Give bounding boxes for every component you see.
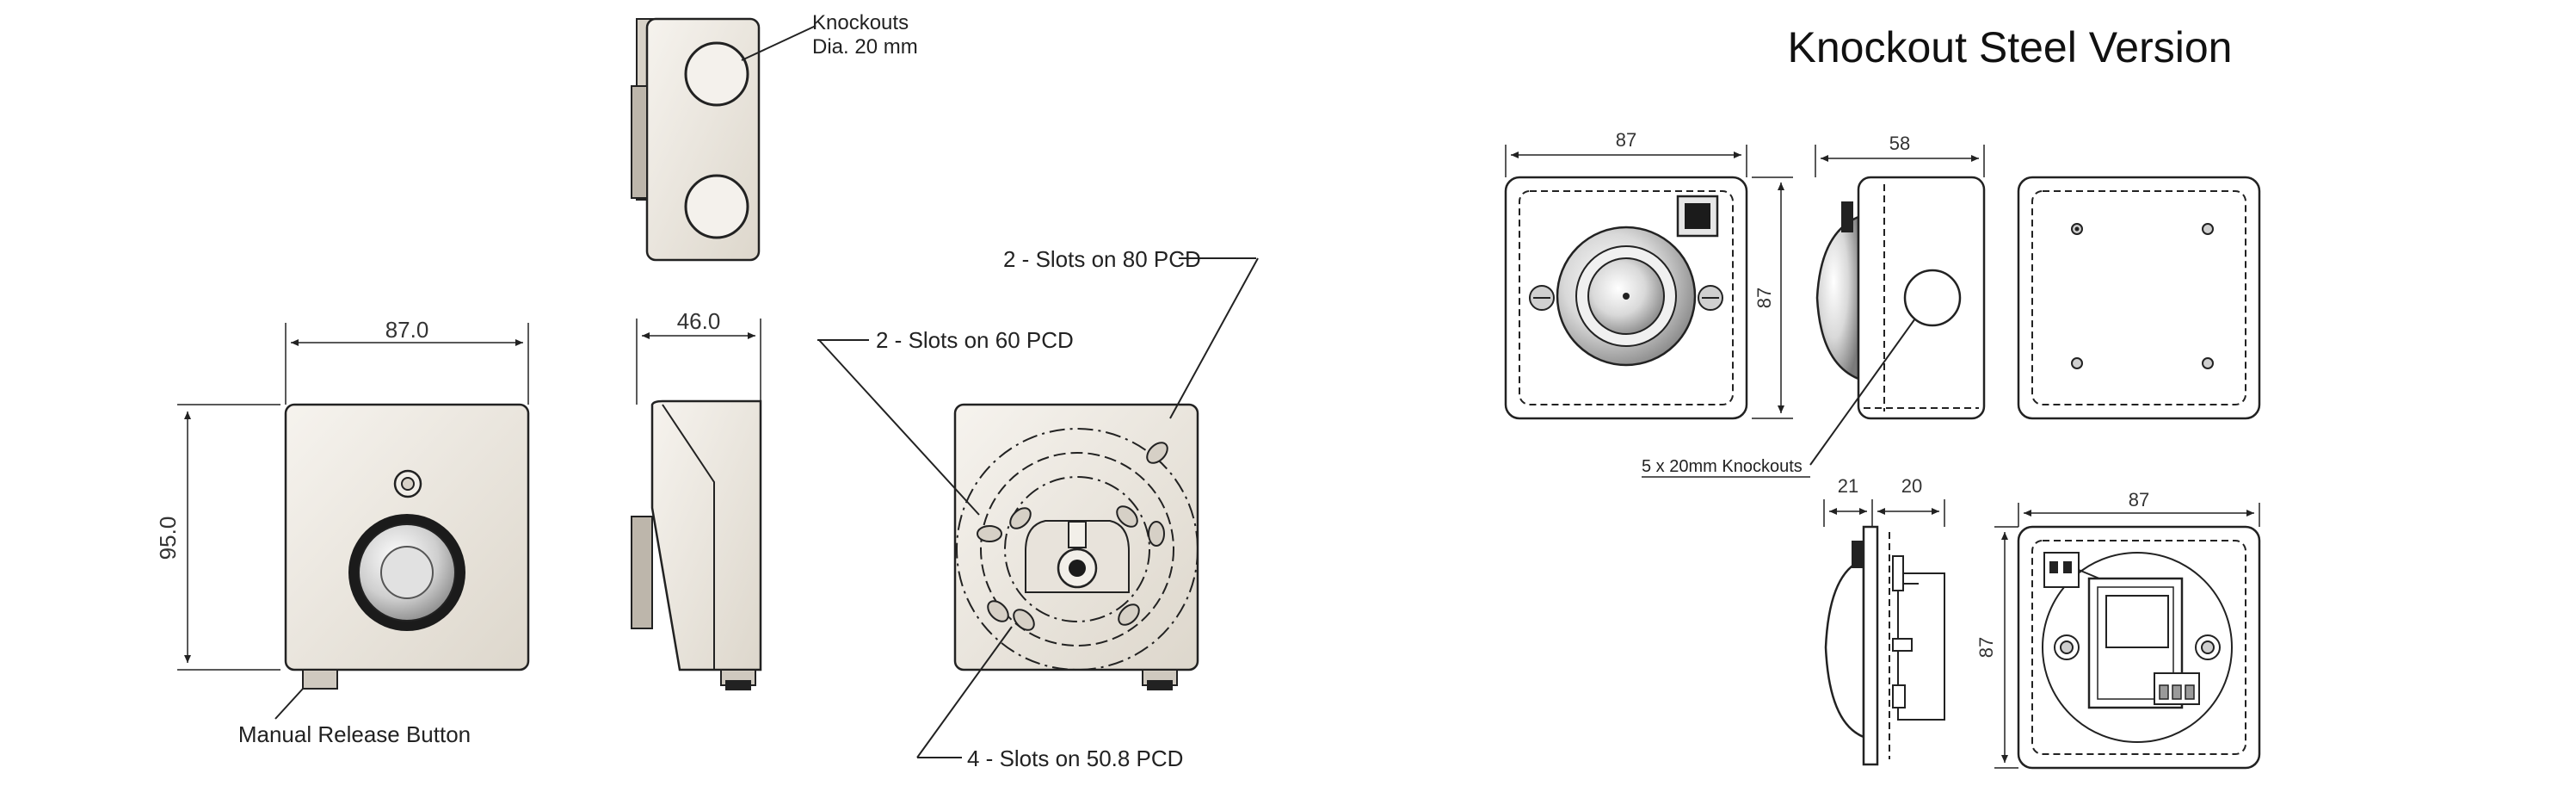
manual-release-stub [302,669,338,690]
front-height-dim: 95.0 [155,517,181,560]
knockouts-dia-label: Dia. 20 mm [812,35,918,59]
steel-knockouts-label: 5 x 20mm Knockouts [1642,457,1803,476]
slot [1148,521,1165,547]
slots-80-label: 2 - Slots on 80 PCD [1003,246,1201,272]
steel-side-depth-dim: 58 [1889,133,1910,154]
slot [1146,442,1168,464]
steel-front-height-dim: 87 [1753,288,1775,308]
slot [977,525,1002,542]
slot [1009,507,1032,529]
steel-back-view [2017,176,2261,420]
page-title: Knockout Steel Version [1788,23,2233,71]
steel-side-view [1642,145,1986,478]
front-view [177,323,530,720]
front-width-dim: 87.0 [385,317,429,343]
slot [1118,603,1140,626]
slot [987,600,1009,622]
slots-50-label: 4 - Slots on 50.8 PCD [967,746,1183,771]
manual-release-label: Manual Release Button [238,721,471,747]
slots-60-label: 2 - Slots on 60 PCD [876,327,1074,353]
slot [1116,505,1138,528]
slot [1013,609,1035,631]
steel-lower-side-view [1823,499,1945,766]
side-depth-dim: 46.0 [677,308,721,334]
steel-back-width-dim: 87 [2129,489,2149,510]
side-view-profile [631,319,762,690]
knockout-hole-bottom [684,174,749,239]
steel-side-b-dim: 20 [1901,475,1922,497]
side-view-knockouts [631,17,817,262]
steel-side-a-dim: 21 [1838,475,1858,497]
steel-front-width-dim: 87 [1616,129,1636,151]
steel-internal-view [1994,503,2261,770]
steel-knockout-hole [1903,269,1962,327]
steel-back-height-dim: 87 [1975,637,1997,658]
knockouts-label: Knockouts [812,11,909,34]
rear-view-slots [817,257,1259,758]
steel-front-view [1504,145,1793,420]
knockout-hole-top [684,41,749,107]
